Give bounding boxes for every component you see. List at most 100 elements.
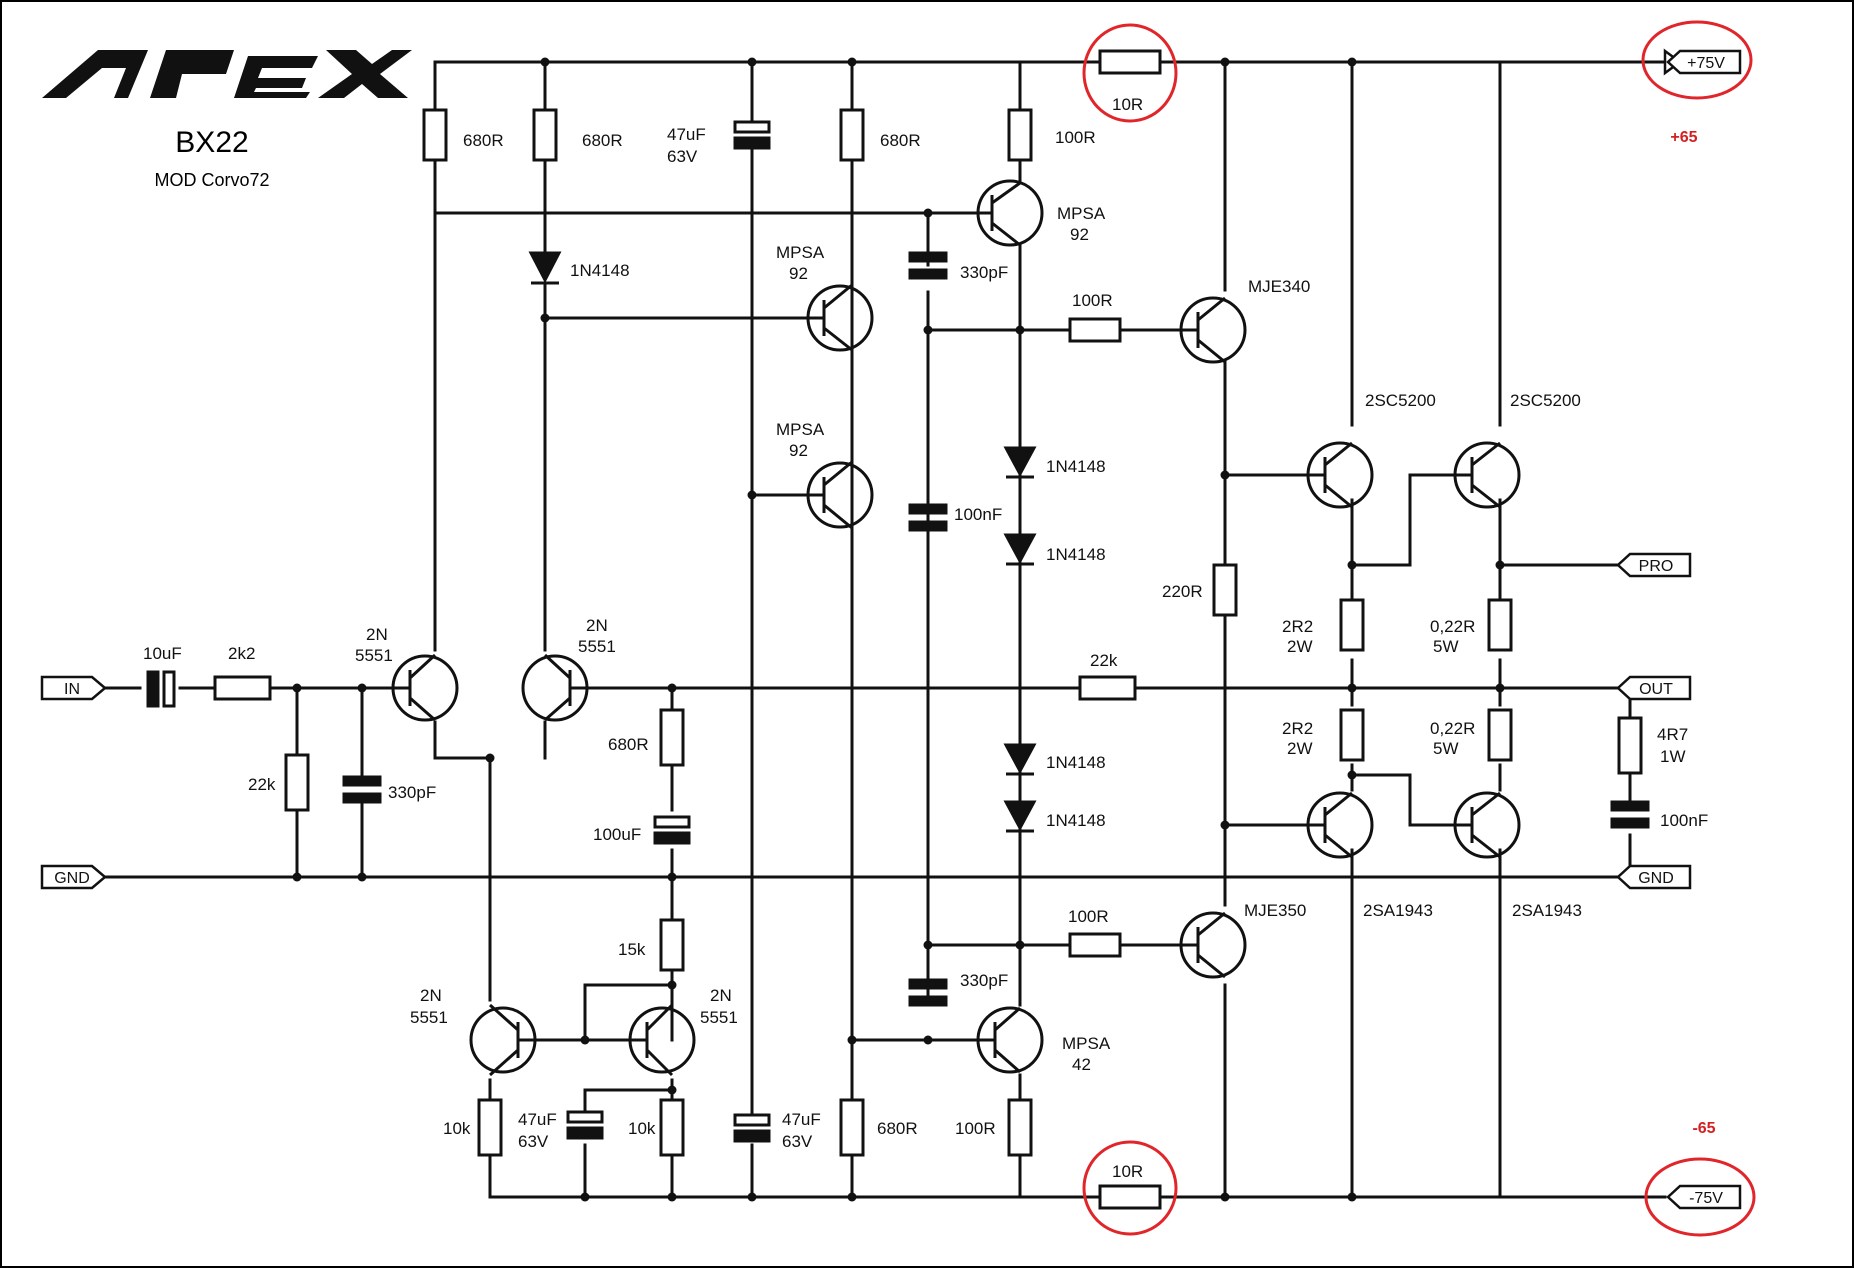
label-r-220: 220R <box>1162 582 1203 601</box>
label-c-in: 10uF <box>143 644 182 663</box>
label-r-top3: 680R <box>880 131 921 150</box>
label-q-cs1-b: 5551 <box>410 1008 448 1027</box>
label-q-cs2-a: 2N <box>710 986 732 1005</box>
port-in-label: IN <box>64 681 80 698</box>
label-r-rail-bot: 10R <box>1112 1162 1143 1181</box>
transistor-2n5551-in-a <box>391 653 459 722</box>
label-q-top-num: 92 <box>1070 225 1089 244</box>
label-c-bot-b-val: 47uF <box>782 1110 821 1129</box>
port-gnd-left-label: GND <box>54 870 90 887</box>
label-r-top4: 100R <box>1055 128 1096 147</box>
port-pro-label: PRO <box>1639 558 1674 575</box>
resistor-4r7 <box>1617 716 1643 775</box>
label-d3: 1N4148 <box>1046 753 1106 772</box>
resistor-680r-c <box>839 108 865 162</box>
label-r-2r2-top: 2R2 <box>1282 617 1313 636</box>
label-r-4r7: 4R7 <box>1657 725 1688 744</box>
label-q-cs2-b: 5551 <box>700 1008 738 1027</box>
transistor-2sa1943-a <box>1306 791 1374 859</box>
resistor-22k-fb <box>1078 675 1137 701</box>
apex-logo <box>42 50 412 98</box>
pos-rail-note: +65 <box>1670 129 1697 146</box>
label-c-100nf-mid: 100nF <box>954 505 1002 524</box>
resistor-10r-top <box>1098 49 1162 75</box>
resistor-2r2-bot <box>1339 708 1365 762</box>
label-w-022-top: 5W <box>1433 637 1459 656</box>
neg-rail-label: -75V <box>1689 1190 1723 1207</box>
label-r-15k: 15k <box>618 940 646 959</box>
resistor-2r2-top <box>1339 598 1365 652</box>
port-neg-rail <box>1666 1184 1742 1210</box>
resistor-10k-b <box>659 1098 685 1157</box>
label-mje350: MJE350 <box>1244 901 1306 920</box>
port-out-label: OUT <box>1639 681 1673 698</box>
label-r-in: 2k2 <box>228 644 255 663</box>
resistor-10r-bot <box>1098 1184 1162 1210</box>
label-q-mid1-name: MPSA <box>776 243 825 262</box>
port-in <box>40 675 107 701</box>
resistor-15k <box>659 918 685 972</box>
port-gnd-left <box>40 864 107 890</box>
label-q-mid1-num: 92 <box>789 264 808 283</box>
resistor-680r-b <box>532 108 558 162</box>
transistor-2n5551-cs-a <box>469 1003 537 1077</box>
resistor-680r-a <box>422 108 448 162</box>
label-q-in1-b: 5551 <box>355 646 393 665</box>
label-r-10k-b: 10k <box>628 1119 656 1138</box>
highlight-neg-rail <box>1644 1157 1756 1237</box>
label-w-4r7: 1W <box>1660 747 1686 766</box>
resistor-680r-feedback <box>659 708 685 767</box>
label-r-rail-top: 10R <box>1112 95 1143 114</box>
label-q-in1-a: 2N <box>366 625 388 644</box>
transistor-mpsa92-top <box>976 179 1044 247</box>
highlight-pos-rail <box>1641 20 1753 100</box>
label-r-fb: 22k <box>1090 651 1118 670</box>
highlight-10r-bot <box>1082 1140 1178 1236</box>
label-d1: 1N4148 <box>1046 457 1106 476</box>
label-r-680-bot: 680R <box>877 1119 918 1138</box>
label-q-vas-num: 42 <box>1072 1055 1091 1074</box>
label-w-022-bot: 5W <box>1433 739 1459 758</box>
resistor-10k-a <box>477 1098 503 1157</box>
resistor-680r-bot <box>839 1098 865 1157</box>
label-d-top: 1N4148 <box>570 261 630 280</box>
mod-subtitle: MOD Corvo72 <box>154 170 269 190</box>
label-c-zobel: 100nF <box>1660 811 1708 830</box>
label-r-in-gnd: 22k <box>248 775 276 794</box>
annotation-circles <box>1082 20 1756 1237</box>
diodes <box>528 251 1037 833</box>
label-q-top-name: MPSA <box>1057 204 1106 223</box>
label-q-in2-b: 5551 <box>578 637 616 656</box>
label-c-top-v: 63V <box>667 147 698 166</box>
resistor-022r-bot <box>1487 708 1513 762</box>
label-c-bot-a-v: 63V <box>518 1132 549 1151</box>
transistor-2sa1943-b <box>1453 791 1521 859</box>
resistors <box>213 49 1643 1210</box>
transistor-2sc5200-b <box>1453 441 1521 509</box>
label-q-vas-name: MPSA <box>1062 1034 1111 1053</box>
transistor-mpsa42 <box>976 1006 1044 1074</box>
resistor-100r-bot <box>1007 1098 1033 1157</box>
neg-rail-note: -65 <box>1692 1120 1715 1137</box>
label-w-2r2-top: 2W <box>1287 637 1313 656</box>
pos-rail-label: +75V <box>1687 55 1725 72</box>
label-q-mid2-num: 92 <box>789 441 808 460</box>
label-c-bot-a-val: 47uF <box>518 1110 557 1129</box>
label-r-022-bot: 0,22R <box>1430 719 1475 738</box>
transistors <box>391 179 1521 1077</box>
label-r-100-drv-top: 100R <box>1072 291 1113 310</box>
port-out <box>1616 675 1692 701</box>
label-c-in-gnd: 330pF <box>388 783 436 802</box>
transistor-mpsa92-mid1 <box>806 283 874 352</box>
label-r-680-fb: 680R <box>608 735 649 754</box>
resistor-022r-top <box>1487 598 1513 652</box>
label-r-100-drv-bot: 100R <box>1068 907 1109 926</box>
port-gnd-right <box>1616 864 1692 890</box>
label-sc5200-a: 2SC5200 <box>1365 391 1436 410</box>
resistor-100r-drv-bot <box>1068 932 1122 958</box>
model-title: BX22 <box>175 126 248 159</box>
transistor-mje340 <box>1179 296 1247 364</box>
resistor-100r-top <box>1007 108 1033 162</box>
label-d4: 1N4148 <box>1046 811 1106 830</box>
